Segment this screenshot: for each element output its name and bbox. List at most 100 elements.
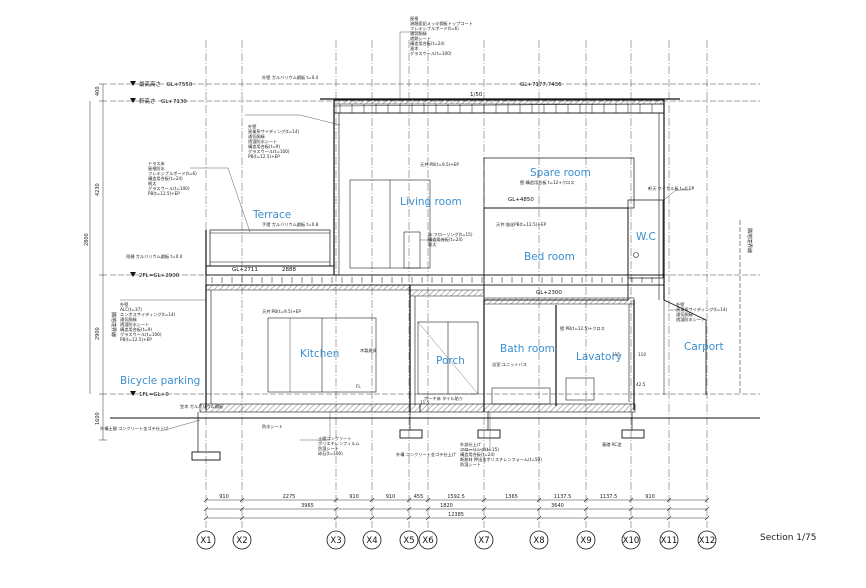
note-line: 構造用合板(t=24) xyxy=(428,236,463,243)
dimension-label: 1137.5 xyxy=(554,494,572,500)
dim-tick xyxy=(239,515,245,521)
note-left-wall-text: 外壁 xyxy=(248,123,256,130)
dim-tick xyxy=(583,506,589,512)
note-bicycle-floor: 外構土間 コンクリート金ゴテ仕上げ xyxy=(100,425,169,432)
room-kitchen: Kitchen xyxy=(300,348,339,360)
vdim-3: 2900 xyxy=(95,327,101,340)
dim-tick xyxy=(536,515,542,521)
eave-height-label: 軒高さ GL+7130 xyxy=(139,97,187,105)
dimension-label: 12385 xyxy=(448,512,464,518)
carport-structure xyxy=(663,220,741,395)
room-lavatory: Lavatory xyxy=(576,351,622,363)
room-labels: Living room Spare room Terrace Bed room … xyxy=(120,167,724,387)
note-line: 根太 xyxy=(148,180,157,187)
note-line: 構造用合板(t=24) xyxy=(148,175,183,182)
axis-label: X12 xyxy=(699,536,716,546)
dimension-label: 455 xyxy=(414,494,424,500)
terrace xyxy=(205,229,334,275)
dim-tick xyxy=(704,515,710,521)
note-misc1: 外壁 ガルバリウム鋼板 t=0.4 xyxy=(262,74,319,81)
note-line: 溶融亜鉛メッキ鋼板トップコート xyxy=(410,20,473,27)
note-line: 砕石(t=100) xyxy=(318,450,343,457)
note-lavatory-wall-text: 壁:PB(t=12.5)+クロス xyxy=(560,325,605,332)
room-carport: Carport xyxy=(684,341,724,353)
vertical-dimensions xyxy=(89,83,107,441)
note-porch-floor: ポーチ床 タイル貼り xyxy=(424,395,463,402)
note-line: 根太 xyxy=(428,241,437,248)
dimension-label: 3965 xyxy=(301,503,314,509)
dim-tick xyxy=(666,506,672,512)
dim-tick xyxy=(536,497,542,503)
axis-label: X6 xyxy=(422,536,433,546)
floor2-mid2-label: 2888 xyxy=(282,267,296,273)
dim-tick xyxy=(239,506,245,512)
dimension-label: 910 xyxy=(349,494,359,500)
dimension-label: 2275 xyxy=(283,494,296,500)
note-line: 構造用合板(t=9) xyxy=(120,326,152,333)
dim-tick xyxy=(704,506,710,512)
dim-tick xyxy=(239,497,245,503)
note-line: 防湿シート xyxy=(318,445,339,452)
note-misc8: 115 xyxy=(612,352,620,357)
roof-level-label: GL+7177,7436 xyxy=(520,82,562,88)
note-kitchen-ceiling-text: 天井:PB(t=9.5)+EP xyxy=(262,308,301,315)
vdim-0: 400 xyxy=(95,86,101,96)
room-living: Living room xyxy=(400,196,462,208)
note-line: グラスウール(t=100) xyxy=(120,331,162,338)
note-ceiling2: 天井:PB(t=9.5)+EP xyxy=(420,161,459,168)
note-line: 防湿シート xyxy=(460,461,481,468)
note-line: 構造用合板(t=24) xyxy=(460,451,495,458)
room-spare: Spare room xyxy=(530,167,591,179)
note-porch-floor-text: ポーチ床 タイル貼り xyxy=(424,395,463,402)
dimension-label: 1137.5 xyxy=(600,494,618,500)
dim-tick xyxy=(369,506,375,512)
note-line: フレキシブルボード(t=6) xyxy=(148,170,197,176)
axis-label: X10 xyxy=(623,536,640,546)
note-line: 屋根防水 xyxy=(148,165,166,172)
dim-tick xyxy=(425,506,431,512)
note-roof-terrace: ドラス床屋根防水フレキシブルボード(t=6)構造用合板(t=24)根太グラスウー… xyxy=(148,160,197,196)
axis-bubble xyxy=(621,530,641,550)
drawing-caption: Section 1/75 xyxy=(760,533,817,543)
note-misc2: 笠木 ガルバリウム鋼板 xyxy=(180,403,224,410)
dim-tick xyxy=(666,515,672,521)
note-misc5: FL xyxy=(356,384,361,389)
vertical-dim-labels: 400 4230 2800 2900 1600 xyxy=(84,86,101,425)
dimension-label: 910 xyxy=(219,494,229,500)
axis-bubble xyxy=(326,530,346,550)
floor2-mid-label: GL+2711 xyxy=(232,267,258,273)
dimension-label: 3640 xyxy=(551,503,564,509)
dim-tick xyxy=(628,506,634,512)
bed-level2-label: GL+2300 xyxy=(536,290,562,296)
note-foundation2-text: 外構 コンクリート金ゴテ仕上げ xyxy=(396,451,457,458)
note-left-wall: 外壁窯業系サイディング(t=14)通気胴縁透湿防水シート構造用合板(t=9)グラ… xyxy=(248,123,300,159)
note-top: 屋根 溶融亜鉛メッキ鋼板トップコートフレキシブルボード(t=6)通気胴縁遮熱シー… xyxy=(410,15,473,57)
axis-bubble xyxy=(232,530,252,550)
axis-label: X7 xyxy=(478,536,489,546)
walls-upper xyxy=(333,100,665,301)
note-misc5-text: FL xyxy=(356,384,361,389)
max-height-label: 最高高さ GL+7550 xyxy=(139,80,193,88)
note-misc4-text: 基礎 RC造 xyxy=(602,441,622,448)
room-bath: Bath room xyxy=(500,343,555,355)
floor2-label: 2FL=GL+2900 xyxy=(139,273,180,279)
note-line: グラスウール(t=100) xyxy=(148,185,190,192)
axis-bubble xyxy=(576,530,596,550)
note-wall-spare-text: 壁:構造用合板 t=12+クロス xyxy=(520,179,574,186)
dim-tick xyxy=(203,497,209,503)
note-line: 遮熱シート xyxy=(410,35,431,42)
roof-structure xyxy=(320,98,680,114)
dim-tick xyxy=(704,497,710,503)
axis-label: X3 xyxy=(330,536,341,546)
axis-bubble xyxy=(362,530,382,550)
note-foundation-text: 土間コンクリート xyxy=(318,435,352,442)
note-eaves-left-text: 軒天 ケイカル板 t=6 EP xyxy=(648,185,695,192)
dimension-label: 1592.5 xyxy=(447,494,465,500)
walls-lower xyxy=(205,285,635,412)
note-line: グラスウール(t=100) xyxy=(248,148,290,155)
axis-bubble xyxy=(659,530,679,550)
note-misc2-text: 笠木 ガルバリウム鋼板 xyxy=(180,403,224,410)
note-line: 窯業系サイディング(t=14) xyxy=(676,306,728,313)
dim-tick xyxy=(583,497,589,503)
